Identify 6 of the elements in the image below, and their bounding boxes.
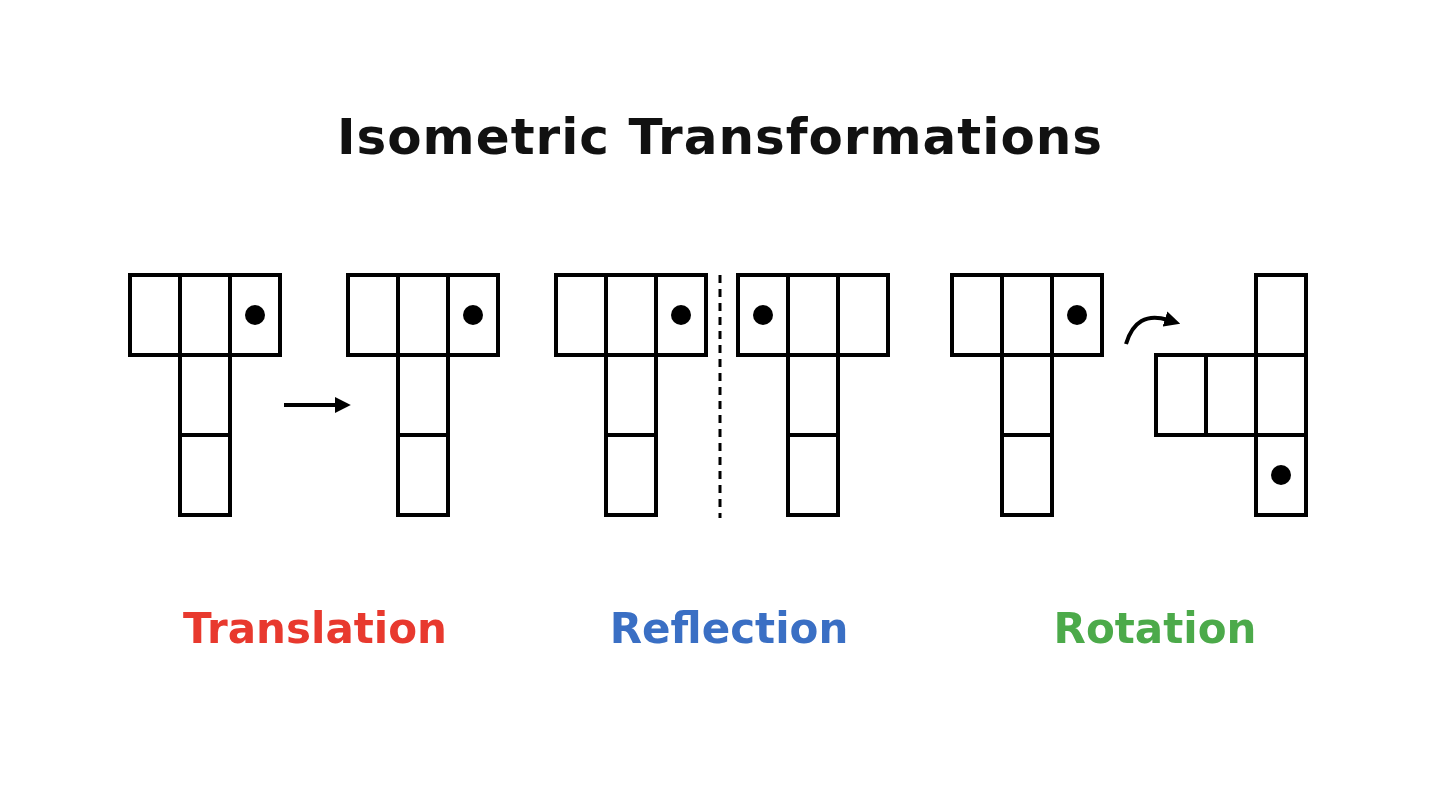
transformation-label: Translation	[183, 604, 447, 653]
transformation-label: Reflection	[609, 604, 849, 653]
transformation-label: Rotation	[1053, 604, 1257, 653]
diagram-title: Isometric Transformations	[336, 108, 1104, 166]
arrow	[284, 397, 351, 413]
arrow	[1124, 311, 1181, 345]
